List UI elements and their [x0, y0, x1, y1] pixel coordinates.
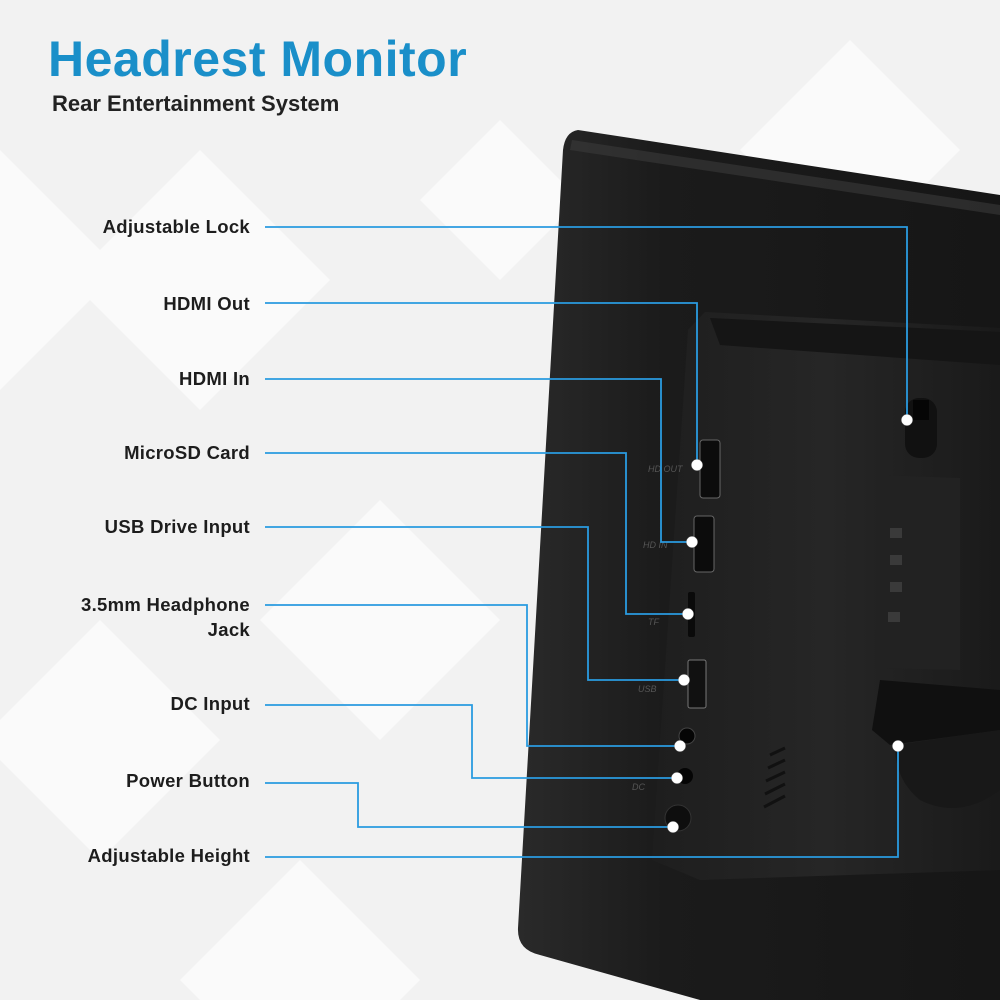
- callout-dot: [682, 608, 694, 620]
- label-power-button: Power Button: [126, 770, 250, 791]
- callout-line-adjustable-lock: [265, 226, 908, 420]
- headrest-bracket: [872, 680, 1000, 745]
- dc-marking: DC: [632, 782, 645, 792]
- callout-line-hdmi-in: [265, 378, 692, 543]
- label-hdmi-in: HDMI In: [179, 368, 250, 389]
- callout-dot: [901, 414, 913, 426]
- callout-line-headphone: [265, 604, 680, 747]
- label-adjustable-lock: Adjustable Lock: [102, 216, 250, 237]
- callout-dot: [674, 740, 686, 752]
- callout-line-microsd: [265, 452, 688, 615]
- label-headphone-jack: 3.5mm Headphone Jack: [81, 594, 250, 640]
- callout-dot: [678, 674, 690, 686]
- callout-line-hdmi-out: [265, 302, 698, 465]
- headphone-jack: [678, 727, 696, 745]
- hdmi-in-marking: HD IN: [643, 540, 668, 550]
- label-dc-input: DC Input: [170, 693, 250, 714]
- page-title: Headrest Monitor: [48, 31, 468, 87]
- callout-dot: [691, 459, 703, 471]
- label-hdmi-out: HDMI Out: [163, 293, 250, 314]
- callout-dot: [671, 772, 683, 784]
- speaker-grille: [763, 746, 786, 809]
- callout-line-power: [265, 782, 673, 828]
- callout-line-usb: [265, 526, 684, 681]
- callout-dot: [686, 536, 698, 548]
- label-microsd-card: MicroSD Card: [124, 442, 250, 463]
- tf-marking: TF: [648, 617, 659, 627]
- callout-line-adjustable-height: [265, 746, 899, 858]
- callout-line-dc: [265, 704, 677, 779]
- usb-marking: USB: [638, 684, 657, 694]
- label-adjustable-height: Adjustable Height: [87, 845, 250, 866]
- label-usb-drive-input: USB Drive Input: [104, 516, 250, 537]
- page-subtitle: Rear Entertainment System: [52, 91, 340, 116]
- callout-dot: [667, 821, 679, 833]
- port-panel: HD OUT HD IN TF USB DC: [632, 439, 721, 832]
- hdmi-out-marking: HD OUT: [648, 464, 684, 474]
- callout-dot: [892, 740, 904, 752]
